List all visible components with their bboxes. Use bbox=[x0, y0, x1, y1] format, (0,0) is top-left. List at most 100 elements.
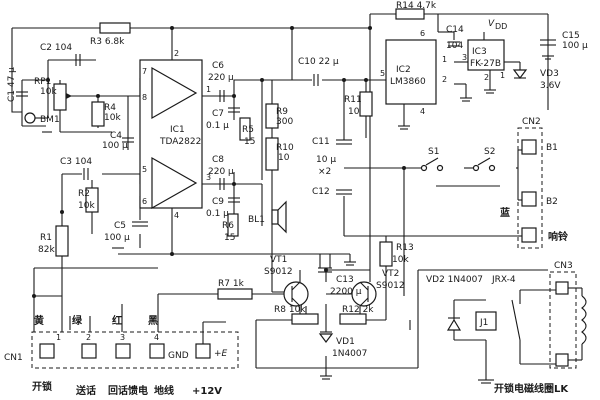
capacitor-c14: C14 104 bbox=[446, 25, 464, 51]
svg-text:IC1: IC1 bbox=[170, 125, 185, 135]
svg-text:5: 5 bbox=[142, 165, 147, 174]
svg-text:C3 104: C3 104 bbox=[60, 157, 92, 167]
svg-text:10 μ: 10 μ bbox=[316, 155, 336, 165]
svg-text:3: 3 bbox=[462, 53, 467, 62]
svg-text:C11: C11 bbox=[312, 137, 330, 147]
ground-symbols bbox=[42, 89, 496, 380]
svg-text:R2: R2 bbox=[78, 189, 90, 199]
svg-text:3: 3 bbox=[120, 333, 125, 342]
svg-text:R9: R9 bbox=[276, 107, 288, 117]
svg-text:10: 10 bbox=[348, 107, 360, 117]
svg-text:黄: 黄 bbox=[34, 314, 44, 327]
capacitor-c13: C13 2200 μ bbox=[318, 267, 362, 297]
svg-text:BL1: BL1 bbox=[248, 215, 265, 225]
microphone-bm1: BM1 bbox=[24, 112, 60, 125]
capacitor-c10: C10 22 μ bbox=[298, 57, 339, 86]
switch-s2: S2 bbox=[436, 147, 500, 187]
resistor-r7: R7 1k bbox=[217, 279, 253, 300]
svg-text:2: 2 bbox=[174, 49, 179, 58]
svg-text:6: 6 bbox=[420, 29, 425, 38]
svg-text:2: 2 bbox=[86, 333, 91, 342]
capacitor-c6: C6 220 μ bbox=[208, 61, 234, 102]
svg-text:C15: C15 bbox=[562, 31, 580, 41]
capacitor-c5: C5 100 μ bbox=[104, 221, 148, 243]
svg-text:开锁: 开锁 bbox=[32, 380, 52, 393]
svg-text:C13: C13 bbox=[336, 275, 354, 285]
ground-relay bbox=[478, 379, 494, 384]
svg-text:VD1: VD1 bbox=[336, 337, 355, 347]
svg-text:10: 10 bbox=[278, 153, 290, 163]
svg-text:+12V: +12V bbox=[192, 386, 222, 397]
svg-text:DD: DD bbox=[495, 22, 507, 31]
svg-text:104: 104 bbox=[446, 41, 463, 51]
svg-text:100 μ: 100 μ bbox=[102, 141, 128, 151]
svg-text:RP1: RP1 bbox=[34, 77, 51, 87]
capacitor-c3: C3 104 bbox=[60, 157, 92, 180]
svg-text:R3 6.8k: R3 6.8k bbox=[90, 37, 125, 47]
capacitor-c15: C15 100 μ bbox=[540, 31, 588, 60]
resistor-r14: R14 4.7k bbox=[395, 1, 437, 20]
capacitor-c8: C8 220 μ bbox=[208, 155, 234, 190]
svg-text:红: 红 bbox=[112, 314, 122, 327]
svg-text:100 μ: 100 μ bbox=[104, 233, 130, 243]
svg-text:C14: C14 bbox=[446, 25, 464, 35]
diode-vd1: VD1 1N4007 bbox=[318, 331, 367, 359]
svg-text:7: 7 bbox=[142, 67, 147, 76]
svg-text:220 μ: 220 μ bbox=[208, 167, 234, 177]
connector-cn3: CN3 bbox=[549, 261, 587, 369]
svg-text:2200 μ: 2200 μ bbox=[330, 287, 362, 297]
resistor-r4: R4 10k bbox=[91, 101, 121, 127]
potentiometer-rp1: RP1 10k bbox=[34, 77, 72, 111]
svg-text:绿: 绿 bbox=[72, 314, 83, 327]
resistor-r13: R13 10k bbox=[379, 241, 414, 267]
svg-text:B1: B1 bbox=[546, 143, 558, 153]
svg-text:R5: R5 bbox=[242, 125, 254, 135]
svg-text:C8: C8 bbox=[212, 155, 224, 165]
resistor-r2: R2 10k bbox=[78, 187, 99, 213]
svg-text:BM1: BM1 bbox=[40, 115, 60, 125]
svg-text:R12 2k: R12 2k bbox=[342, 305, 374, 315]
svg-text:R14 4.7k: R14 4.7k bbox=[396, 1, 437, 11]
svg-text:10k: 10k bbox=[392, 255, 409, 265]
svg-text:黑: 黑 bbox=[148, 315, 158, 327]
svg-text:IC2: IC2 bbox=[396, 65, 411, 75]
svg-text:VD3: VD3 bbox=[540, 69, 559, 79]
svg-text:VT2: VT2 bbox=[382, 269, 399, 279]
svg-text:15: 15 bbox=[244, 137, 255, 147]
svg-text:地线: 地线 bbox=[154, 384, 174, 397]
capacitor-c4: C4 100 μ bbox=[102, 131, 134, 151]
wire-color-labels: 黄 绿 红 黑 bbox=[34, 314, 158, 327]
svg-text:C5: C5 bbox=[114, 221, 126, 231]
svg-text:C12: C12 bbox=[312, 187, 330, 197]
connector-cn1: CN1 1 2 3 4 GND +E bbox=[4, 321, 239, 369]
svg-text:S9012: S9012 bbox=[376, 281, 405, 291]
speaker-bl1: BL1 bbox=[248, 200, 287, 234]
svg-text:送话: 送话 bbox=[75, 384, 96, 397]
svg-text:10k: 10k bbox=[78, 201, 95, 211]
svg-text:3.6V: 3.6V bbox=[540, 81, 561, 91]
svg-text:1N4007: 1N4007 bbox=[332, 349, 367, 359]
svg-text:15: 15 bbox=[224, 233, 235, 243]
svg-text:C10 22 μ: C10 22 μ bbox=[298, 57, 339, 67]
svg-text:VD2 1N4007: VD2 1N4007 bbox=[426, 275, 483, 285]
svg-text:FK-27B: FK-27B bbox=[470, 59, 501, 69]
resistor-r10: R10 10 bbox=[265, 137, 294, 171]
resistor-r9: R9 300 bbox=[265, 103, 293, 129]
svg-text:1: 1 bbox=[500, 71, 505, 80]
svg-text:S1: S1 bbox=[428, 147, 439, 157]
resistor-r6: R6 15 bbox=[222, 213, 239, 243]
svg-text:S2: S2 bbox=[484, 147, 495, 157]
svg-text:VT1: VT1 bbox=[270, 255, 287, 265]
svg-text:TDA2822: TDA2822 bbox=[159, 137, 201, 147]
svg-text:LM3860: LM3860 bbox=[390, 77, 426, 87]
svg-text:0.1 μ: 0.1 μ bbox=[206, 121, 229, 131]
capacitor-c7: C7 0.1 μ bbox=[206, 107, 240, 131]
svg-text:R4: R4 bbox=[104, 103, 116, 113]
capacitor-c11: C11 10 μ ×2 bbox=[312, 137, 352, 177]
svg-text:220 μ: 220 μ bbox=[208, 73, 234, 83]
svg-text:6: 6 bbox=[142, 197, 147, 206]
resistor-r5: R5 15 bbox=[239, 117, 255, 147]
svg-text:C6: C6 bbox=[212, 61, 224, 71]
relay-j1: J1 JRX-4 bbox=[475, 275, 521, 341]
svg-text:CN1: CN1 bbox=[4, 353, 23, 363]
